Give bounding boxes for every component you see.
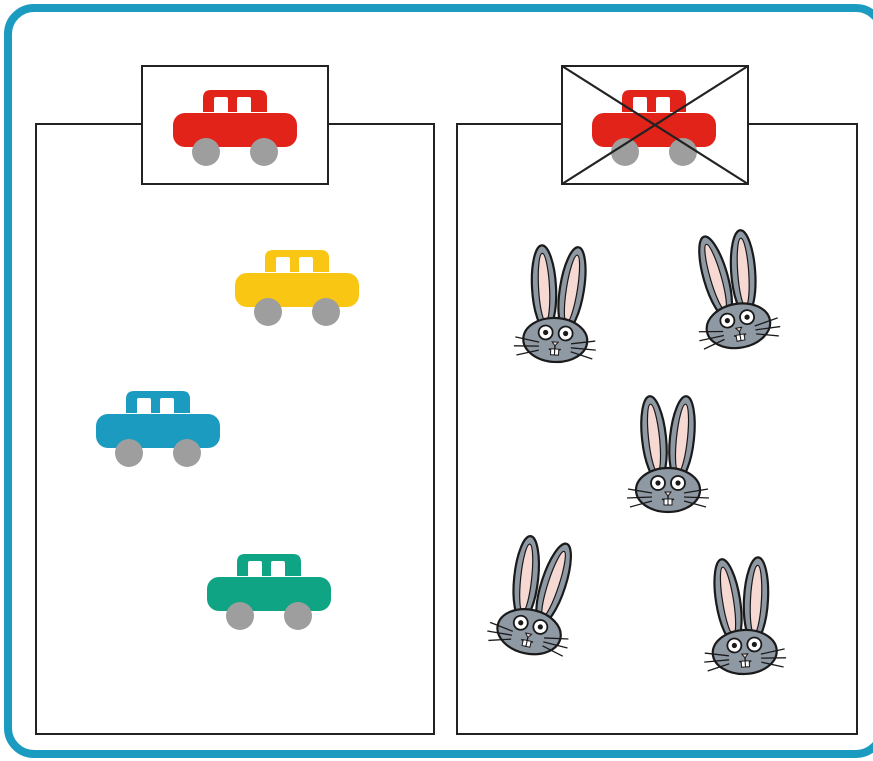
panel-cars-box bbox=[35, 123, 435, 735]
panel-cars bbox=[35, 65, 435, 735]
cross-line-2 bbox=[561, 65, 749, 185]
panel-not-cars bbox=[456, 65, 858, 735]
